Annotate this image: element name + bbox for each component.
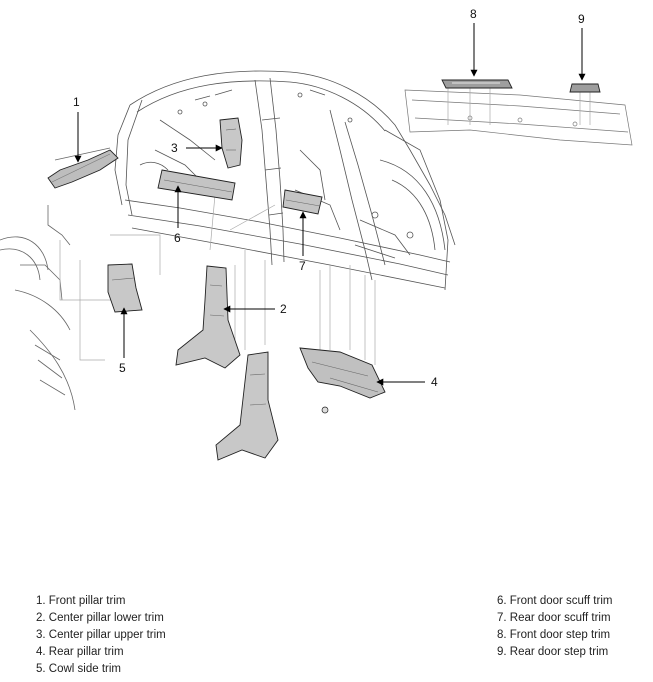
part-center-pillar-upper-trim: [219, 117, 243, 169]
callout-leaders: [74, 23, 586, 386]
callout-6: 6: [174, 231, 181, 245]
callout-5: 5: [119, 361, 126, 375]
legend-item: 4. Rear pillar trim: [36, 646, 124, 658]
part-rear-pillar-lower-trim: [215, 351, 279, 461]
legend-item: 8. Front door step trim: [497, 629, 611, 641]
legend-item: 2. Center pillar lower trim: [36, 612, 164, 624]
legend-item: 9. Rear door step trim: [497, 646, 609, 658]
legend-item: 3. Center pillar upper trim: [36, 629, 166, 641]
legend-item: 6. Front door scuff trim: [497, 595, 613, 607]
part-center-pillar-lower-trim: [175, 265, 241, 369]
body-shell-frame: [114, 70, 456, 291]
legend-item: 1. Front pillar trim: [36, 595, 126, 607]
legend-left: 1. Front pillar trim 2. Center pillar lo…: [36, 593, 166, 678]
part-rear-door-scuff-trim: [282, 189, 323, 215]
callout-8: 8: [470, 7, 477, 21]
part-front-door-scuff-trim: [157, 169, 236, 201]
callout-2: 2: [280, 302, 287, 316]
callout-7: 7: [299, 259, 306, 273]
callout-1: 1: [73, 95, 80, 109]
front-cowl-area: [0, 147, 111, 411]
part-front-pillar-trim: [47, 149, 119, 189]
legend-item: 7. Rear door scuff trim: [497, 612, 611, 624]
callout-9: 9: [578, 12, 585, 26]
callout-4: 4: [431, 375, 438, 389]
rear-body-panel: [404, 89, 633, 146]
exploded-trim-diagram: 1 2 3 4 5 6 7 8 9: [0, 7, 633, 461]
part-rear-pillar-trim: [299, 347, 386, 414]
legend-item: 5. Cowl side trim: [36, 663, 121, 675]
callout-3: 3: [171, 141, 178, 155]
part-front-door-step-trim: [441, 79, 513, 89]
part-cowl-side-trim: [107, 263, 143, 313]
legend-right: 6. Front door scuff trim 7. Rear door sc…: [497, 593, 612, 661]
part-rear-door-step-trim: [569, 83, 601, 93]
guide-lines: [59, 85, 591, 365]
